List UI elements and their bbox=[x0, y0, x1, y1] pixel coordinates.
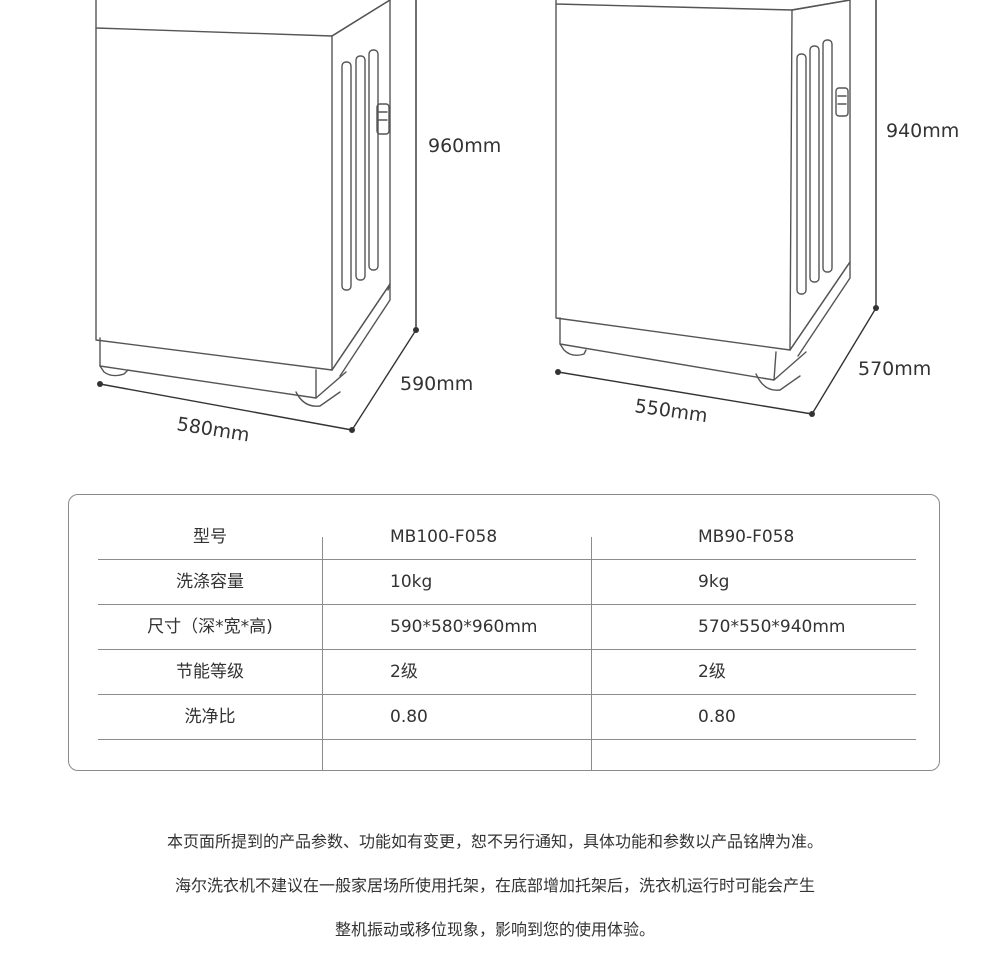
left-width-label: 580mm bbox=[175, 413, 251, 446]
table-row bbox=[98, 740, 916, 784]
model-2-value: 570*550*940mm bbox=[698, 617, 846, 637]
model-1-value: 590*580*960mm bbox=[390, 617, 538, 637]
right-depth-label: 570mm bbox=[858, 358, 931, 380]
disclaimer-line: 整机振动或移位现象，影响到您的使用体验。 bbox=[334, 920, 655, 939]
spec-table: 型号 MB100-F058 MB90-F058 洗涤容量 10kg 9kg 尺寸… bbox=[98, 515, 916, 784]
row-label: 尺寸（深*宽*高) bbox=[147, 617, 273, 637]
row-label: 洗净比 bbox=[184, 707, 236, 727]
table-row: 尺寸（深*宽*高) 590*580*960mm 570*550*940mm bbox=[98, 605, 916, 650]
right-width-label: 550mm bbox=[633, 395, 709, 427]
left-washing-machine-drawing bbox=[95, 0, 391, 407]
dimension-lines bbox=[99, 0, 877, 431]
disclaimer-line: 海尔洗衣机不建议在一般家居场所使用托架，在底部增加托架后，洗衣机运行时可能会产生 bbox=[174, 876, 815, 895]
model-1-value: 0.80 bbox=[390, 707, 428, 727]
disclaimer-notes: 本页面所提到的产品参数、功能如有变更，恕不另行通知，具体功能和参数以产品铭牌为准… bbox=[0, 822, 990, 954]
model-2-value: MB90-F058 bbox=[698, 527, 795, 547]
model-2-value: 9kg bbox=[698, 572, 730, 592]
row-label bbox=[98, 740, 322, 784]
right-washing-machine-drawing bbox=[555, 0, 851, 391]
model-1-value: 10kg bbox=[390, 572, 433, 592]
row-label: 洗涤容量 bbox=[176, 572, 244, 592]
table-row: 节能等级 2级 2级 bbox=[98, 650, 916, 695]
column-divider bbox=[322, 537, 323, 771]
table-row: 洗涤容量 10kg 9kg bbox=[98, 560, 916, 605]
model-1-value: MB100-F058 bbox=[390, 527, 498, 547]
left-height-label: 960mm bbox=[428, 135, 501, 157]
row-label: 型号 bbox=[193, 527, 227, 547]
row-label: 节能等级 bbox=[176, 662, 244, 682]
dimension-diagram: 960mm 590mm 580mm 940mm 570mm 550mm bbox=[95, 0, 959, 446]
table-row: 型号 MB100-F058 MB90-F058 bbox=[98, 515, 916, 560]
left-depth-label: 590mm bbox=[400, 373, 473, 395]
right-height-label: 940mm bbox=[886, 120, 959, 142]
disclaimer-line: 本页面所提到的产品参数、功能如有变更，恕不另行通知，具体功能和参数以产品铭牌为准… bbox=[166, 832, 823, 851]
table-row: 洗净比 0.80 0.80 bbox=[98, 695, 916, 740]
spec-table-box: 型号 MB100-F058 MB90-F058 洗涤容量 10kg 9kg 尺寸… bbox=[68, 494, 940, 771]
model-1-value: 2级 bbox=[390, 662, 418, 682]
column-divider bbox=[591, 537, 592, 771]
model-2-value: 0.80 bbox=[698, 707, 736, 727]
model-2-value: 2级 bbox=[698, 662, 726, 682]
